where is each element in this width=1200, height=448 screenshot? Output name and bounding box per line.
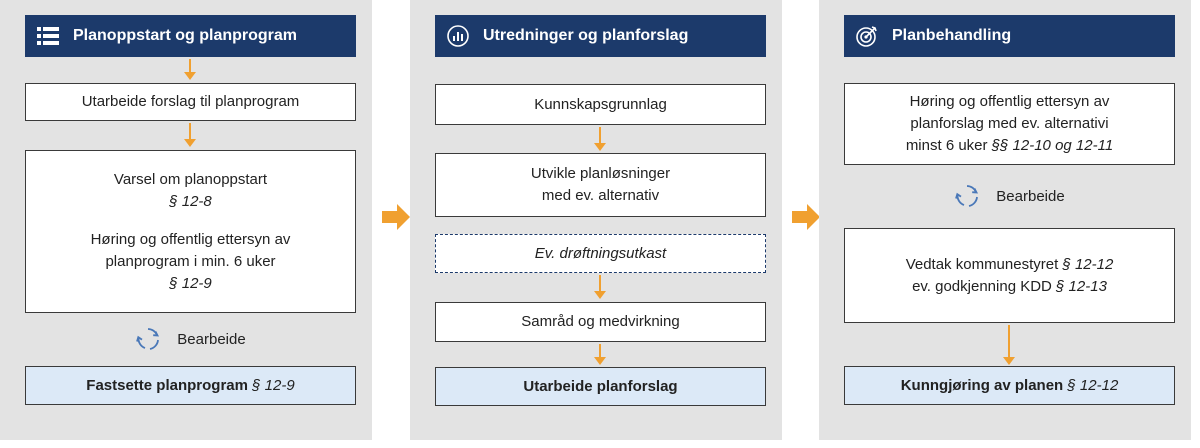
final-text: Fastsette planprogram § 12-9 (86, 375, 294, 397)
box-kunnskapsgrunnlag: Kunnskapsgrunnlag (435, 84, 766, 125)
box-utarbeide-planforslag: Utarbeide planforslag (435, 367, 766, 406)
header-title: Planbehandling (892, 27, 1012, 44)
box-text: med ev. alternativ (541, 187, 660, 204)
box-fastsette-planprogram: Fastsette planprogram § 12-9 (25, 366, 356, 405)
column-utredninger: Utredninger og planforslag Kunnskapsgrun… (410, 0, 782, 440)
box-text-plain: Vedtak kommunestyret (905, 255, 1063, 273)
paragraph-ref: § 12-13 (1056, 277, 1107, 295)
flow-arrow (594, 275, 606, 299)
target-icon (856, 25, 878, 47)
box-text: Vedtak kommunestyret § 12-12 (906, 254, 1114, 276)
paragraph-ref: § 12-12 (1062, 255, 1114, 273)
stage-arrow (792, 204, 820, 230)
header-planbehandling: Planbehandling (844, 15, 1175, 57)
box-text-plain: ev. godkjenning KDD (912, 277, 1057, 295)
flow-arrow (594, 344, 606, 365)
paragraph-ref: § 12-12 (1067, 376, 1119, 394)
box-horing-planforslag: Høring og offentlig ettersyn av planfors… (844, 83, 1175, 165)
cycle-label: Bearbeide (996, 187, 1065, 205)
box-text: planprogram i min. 6 uker (105, 252, 276, 270)
bar-chart-icon (447, 25, 469, 47)
box-text-plain: minst 6 uker (905, 137, 992, 154)
box-text: Utarbeide forslag til planprogram (81, 93, 300, 110)
box-samrad: Samråd og medvirkning (435, 302, 766, 342)
box-text: Høring og offentlig ettersyn av (909, 93, 1110, 110)
paragraph-ref: §§ 12-10 og 12-11 (991, 137, 1114, 154)
paragraph-ref: § 12-8 (169, 192, 212, 210)
box-text: Ev. drøftningsutkast (534, 244, 667, 262)
box-text: Varsel om planoppstart (113, 170, 268, 188)
header-title: Planoppstart og planprogram (73, 27, 298, 44)
final-text: Kunngjøring av planen § 12-12 (901, 375, 1119, 397)
box-vedtak: Vedtak kommunestyret § 12-12 ev. godkjen… (844, 228, 1175, 323)
flow-arrow (184, 123, 196, 147)
box-text: minst 6 uker §§ 12-10 og 12-11 (906, 135, 1113, 157)
column-planbehandling: Planbehandling Høring og offentlig etter… (819, 0, 1191, 440)
paragraph-ref: § 12-9 (169, 274, 212, 292)
box-varsel-horing: Varsel om planoppstart § 12-8 Høring og … (25, 150, 356, 313)
cycle-label: Bearbeide (177, 330, 246, 348)
box-text: planforslag med ev. alternativi (910, 115, 1109, 132)
box-kunngjoring: Kunngjøring av planen § 12-12 (844, 366, 1175, 405)
paragraph-ref: § 12-9 (252, 376, 295, 394)
box-droftningsutkast: Ev. drøftningsutkast (435, 234, 766, 273)
header-utredninger: Utredninger og planforslag (435, 15, 766, 57)
box-text: Kunnskapsgrunnlag (534, 95, 667, 113)
bearbeide-cycle: Bearbeide (844, 181, 1175, 211)
box-utvikle-planlosninger: Utvikle planløsninger med ev. alternativ (435, 153, 766, 217)
cycle-icon (954, 183, 980, 209)
box-utarbeide-planprogram: Utarbeide forslag til planprogram (25, 83, 356, 121)
flow-arrow (594, 127, 606, 151)
flow-arrow (1003, 325, 1015, 365)
flow-arrow (184, 59, 196, 80)
stage-arrow (382, 204, 410, 230)
final-main: Fastsette planprogram (86, 376, 248, 394)
cycle-icon (135, 326, 161, 352)
box-text: ev. godkjenning KDD § 12-13 (912, 276, 1107, 298)
final-main: Utarbeide planforslag (523, 377, 678, 395)
box-text: Høring og offentlig ettersyn av (90, 230, 291, 248)
box-text: Samråd og medvirkning (521, 313, 680, 330)
bearbeide-cycle: Bearbeide (25, 324, 356, 354)
final-main: Kunngjøring av planen (900, 376, 1064, 394)
header-title: Utredninger og planforslag (483, 27, 689, 44)
box-text: Utvikle planløsninger (530, 165, 671, 182)
header-planoppstart: Planoppstart og planprogram (25, 15, 356, 57)
column-planoppstart: Planoppstart og planprogram Utarbeide fo… (0, 0, 372, 440)
list-icon (37, 25, 59, 47)
